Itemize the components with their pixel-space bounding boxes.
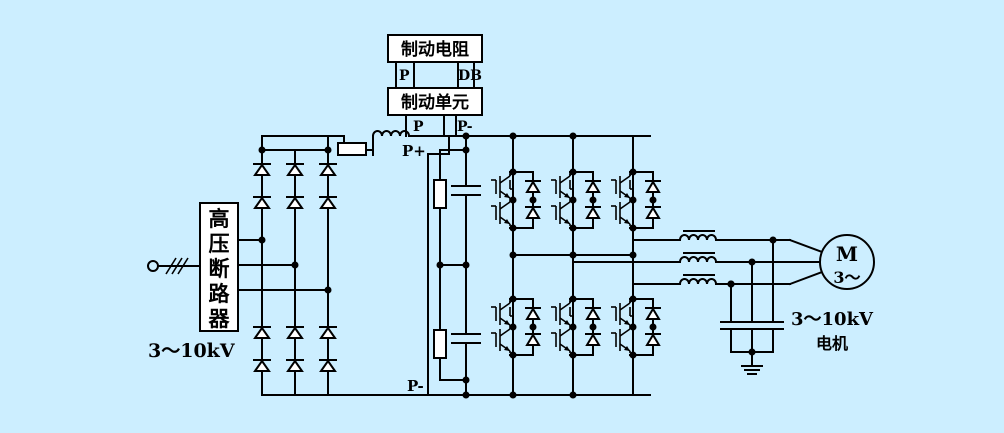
dc-link-capacitors	[433, 132, 481, 399]
rectifier-inputs	[237, 236, 332, 294]
svg-text:器: 器	[208, 306, 231, 331]
motor-phase: 3～	[833, 268, 860, 287]
svg-text:路: 路	[209, 281, 231, 306]
motor: M 3～	[788, 234, 875, 290]
input-voltage-label: 3～10kV	[148, 340, 236, 362]
p-plus-label: P+	[402, 142, 426, 160]
motor-symbol: M	[836, 242, 858, 266]
braking-circuit: 制动电阻 P DB 制动单元 P P- P+	[387, 34, 483, 160]
svg-text:高: 高	[209, 206, 230, 231]
inverter-bridge	[491, 132, 660, 399]
diode-rectifier	[253, 135, 337, 396]
output-filter	[572, 230, 791, 375]
motor-name-label: 电机	[816, 334, 848, 353]
input-terminal	[147, 257, 201, 275]
svg-text:压: 压	[209, 231, 230, 256]
p-minus-label: P-	[407, 377, 424, 395]
brake-unit-label: 制动单元	[401, 92, 469, 113]
motor-voltage-label: 3～10kV	[791, 309, 874, 330]
terminal-db-label: DB	[458, 68, 482, 84]
svg-text:断: 断	[209, 256, 230, 281]
terminal-p-unit-label: P	[413, 119, 424, 135]
high-voltage-breaker	[199, 202, 239, 332]
terminal-p-label: P	[399, 68, 410, 84]
brake-resistor-label: 制动电阻	[401, 39, 469, 60]
terminal-p-minus-unit-label: P-	[457, 119, 473, 135]
breaker-label: 高 压 断 路 器	[208, 206, 231, 331]
